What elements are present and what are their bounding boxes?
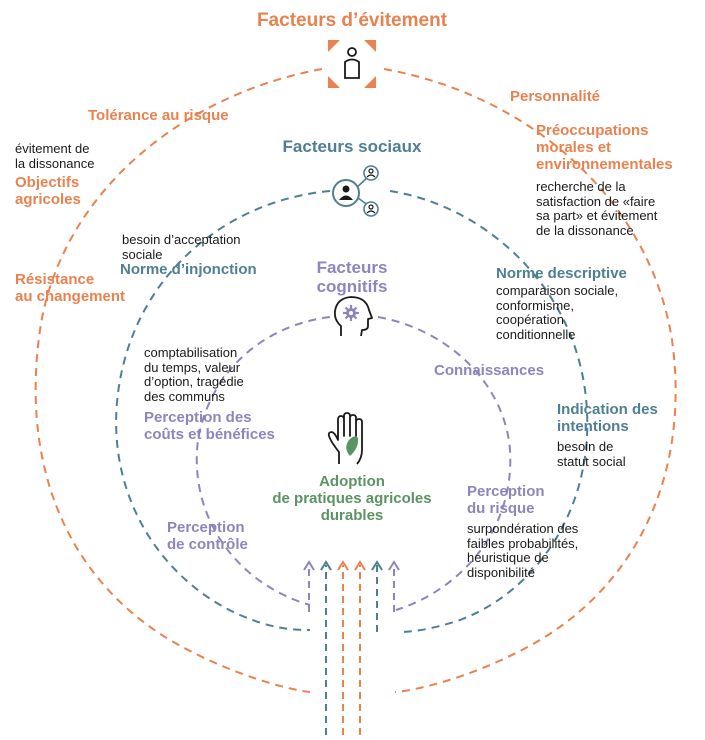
moral-concerns-label: Préoccupations morales et environnementa… (536, 122, 673, 173)
personality-label: Personnalité (510, 88, 601, 105)
dissonance-avoidance-desc: évitement de la dissonance (15, 141, 95, 171)
arrowheads (303, 560, 400, 571)
risk-desc: surpondération des faibles probabilités,… (467, 521, 579, 581)
social-title: Facteurs sociaux (282, 137, 422, 156)
moral-concerns-desc: recherche de la satisfaction de «faire s… (536, 179, 658, 239)
influence-arrows (308, 565, 395, 735)
resistance-label: Résistance au changement (15, 271, 126, 305)
farm-goals-label: Objectifs agricoles (15, 174, 81, 208)
cognitive-ring-left (195, 316, 331, 606)
social-network-icon (326, 163, 384, 221)
cost-benefit-label: Perception des coûts et bénéfices (144, 409, 275, 443)
hand-leaf-icon (325, 412, 377, 468)
social-ring-left (115, 190, 331, 631)
control-label: Perception de contrôle (167, 519, 248, 553)
avoidance-ring-left (34, 68, 323, 693)
intention-signal-label: Indication des intentions (557, 401, 658, 435)
risk-label: Perception du risque (467, 483, 545, 517)
cognitive-title: Facteurs cognitifs (316, 258, 388, 297)
injunctive-norm-label: Norme d’injonction (120, 261, 257, 278)
intention-signal-desc: besoin de statut social (557, 439, 626, 469)
cost-desc: comptabilisation du temps, valeur d’opti… (144, 345, 244, 405)
risk-tolerance-label: Tolérance au risque (88, 107, 229, 124)
avoidance-ring-right (383, 68, 677, 693)
knowledge-label: Connaissances (434, 362, 545, 379)
cognitive-ring-right (377, 316, 512, 611)
avoidance-title: Facteurs d’évitement (256, 10, 448, 31)
center-title: Adoption de pratiques agricoles durables (272, 473, 432, 524)
person-expand-icon (326, 38, 378, 90)
descriptive-norm-label: Norme descriptive (496, 265, 627, 282)
acceptance-desc: besoin d’acceptation sociale (122, 232, 241, 262)
head-gear-icon (331, 294, 375, 340)
descriptive-norm-desc: comparaison sociale, conformisme, coopér… (496, 283, 619, 343)
social-ring-right (389, 190, 589, 633)
